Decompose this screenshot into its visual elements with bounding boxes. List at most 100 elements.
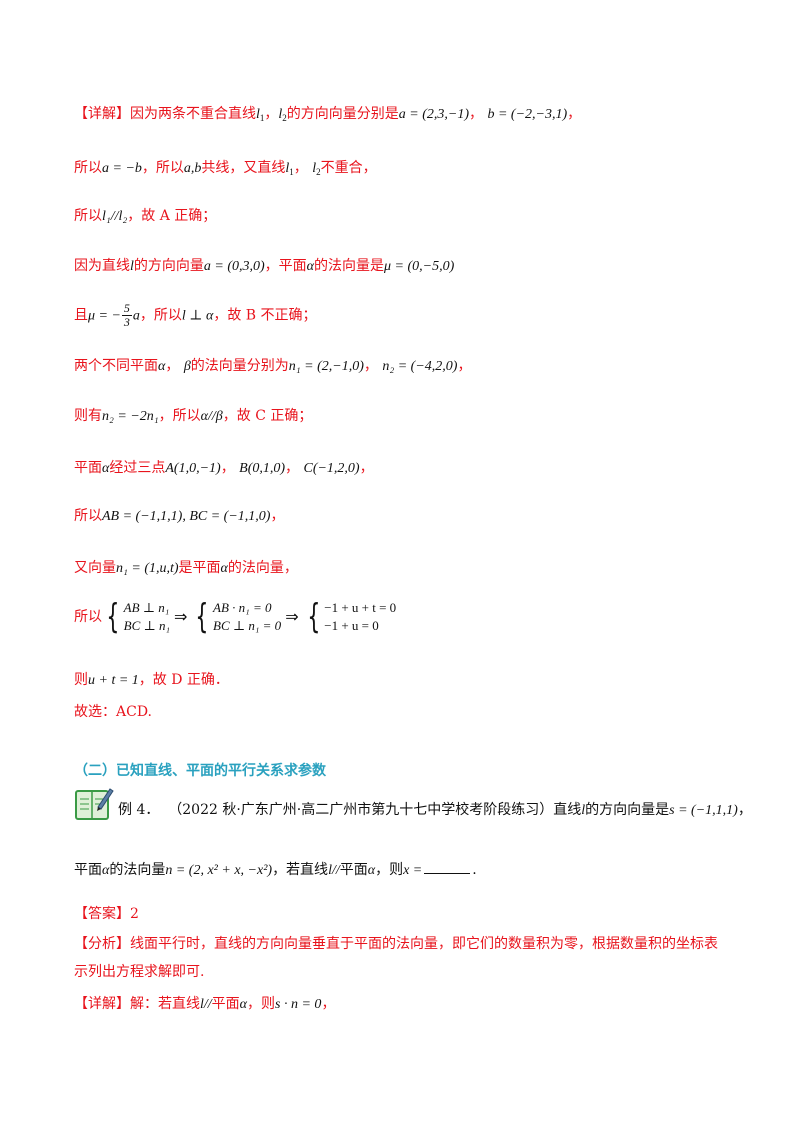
math-vec: a = (0,3,0) <box>203 259 265 274</box>
text: 的法向量 <box>109 862 166 878</box>
text: ，所以 <box>139 307 182 324</box>
text: 所以 <box>74 508 102 524</box>
math-alpha: α <box>306 259 315 274</box>
example-source: （2022 秋·广东广州·高二广州市第九十七中学校考阶段练习）直线 <box>168 802 582 818</box>
answer-line: 【答案】2 <box>74 904 139 924</box>
math-rel: l// <box>200 997 212 1012</box>
math-alpha: α <box>158 359 166 374</box>
math-rel: l₁//l₂ <box>102 209 128 224</box>
math-point-a: A(1,0,−1) <box>165 461 221 476</box>
detail-line-2: 所以a = −b，所以a,b共线，又直线l1， l2不重合， <box>74 158 377 182</box>
text: 的法向量， <box>227 560 298 576</box>
text: 因为直线 <box>74 258 130 274</box>
text: ， <box>285 460 300 476</box>
math-n: n = (2, x² + x, −x²) <box>165 863 273 878</box>
math-n2: n₂ = (−4,2,0) <box>382 359 458 374</box>
math-x: x = <box>403 863 423 878</box>
system-3: −1 + u + t = 0−1 + u = 0 <box>324 600 397 633</box>
math-vec-a: a = (2,3,−1) <box>398 107 469 122</box>
detail-line-6: 两个不同平面α， β的法向量分别为n₁ = (2,−1,0)， n₂ = (−4… <box>74 356 471 377</box>
text: 解：若直线 <box>130 996 200 1012</box>
math-l: l <box>581 803 586 818</box>
detail-tag: 【详解】 <box>74 106 130 122</box>
math-alpha: α <box>102 461 110 476</box>
math-mu: μ = − <box>88 308 121 324</box>
text: . <box>472 862 477 878</box>
answer-value: 2 <box>130 906 139 922</box>
text: 平面 <box>74 460 102 476</box>
example-line-2: 平面α的法向量n = (2, x² + x, −x²)，若直线l//平面α，则x… <box>74 860 477 881</box>
math-n1: n₁ = (2,−1,0) <box>288 359 364 374</box>
text: 因为两条不重合直线 <box>130 106 256 122</box>
example-line-1: 例 4． （2022 秋·广东广州·高二广州市第九十七中学校考阶段练习）直线l的… <box>118 800 752 821</box>
text: 平面 <box>339 862 368 878</box>
detail-line-4: 因为直线l的方向向量a = (0,3,0)，平面α的法向量是μ = (0,−5,… <box>74 256 454 277</box>
text: 且 <box>74 307 88 324</box>
section-title: （二）已知直线、平面的平行关系求参数 <box>74 763 326 779</box>
text: ， <box>363 358 378 374</box>
example-label: 例 4． <box>118 802 160 818</box>
math-mu: μ = (0,−5,0) <box>384 259 455 274</box>
text: ， <box>359 460 374 476</box>
text: 共线，又直线 <box>201 160 286 176</box>
text: ， <box>264 106 279 122</box>
text: 经过三点 <box>109 460 166 476</box>
text: 所以 <box>74 160 102 176</box>
math-n1: n₁ = (1,u,t) <box>116 561 179 576</box>
detail-line-9: 所以AB = (−1,1,1), BC = (−1,1,0)， <box>74 506 284 527</box>
math-ab: a,b <box>183 161 202 176</box>
text: ，则 <box>375 862 404 878</box>
answer-tag: 【答案】 <box>74 906 130 922</box>
math-vec-b: b = (−2,−3,1) <box>487 107 568 122</box>
text: ， <box>737 802 752 818</box>
text: 线面平行时，直线的方向向量垂直于平面的法向量，即它们的数量积为零，根据数量积的坐… <box>130 936 718 952</box>
text: ， <box>270 508 285 524</box>
detail-line-7: 则有n₂ = −2n₁，所以α//β，故 C 正确； <box>74 406 312 427</box>
text: ， <box>165 358 180 374</box>
text: 平面 <box>74 862 102 878</box>
text: 则有 <box>74 408 102 424</box>
text: ，故 B 不正确； <box>213 307 317 324</box>
text: 的方向向量是 <box>585 802 670 818</box>
math-eq: a = −b <box>102 161 142 176</box>
left-brace: { <box>306 597 320 637</box>
math-l: l <box>130 259 134 274</box>
text: ，所以 <box>158 408 201 424</box>
detail-line-12: 则u + t = 1，故 D 正确． <box>74 670 229 691</box>
text: 两个不同平面 <box>74 358 158 374</box>
text: 所以 <box>74 609 102 625</box>
final-choice: 故选：ACD. <box>74 704 152 720</box>
text: ， <box>321 996 336 1012</box>
text: ，故 D 正确． <box>138 672 229 688</box>
text: 的方向向量分别是 <box>286 106 399 122</box>
text: ，则 <box>247 996 276 1012</box>
text: ，故 A 正确； <box>127 208 217 224</box>
text: 不重合， <box>320 160 377 176</box>
notebook-pencil-icon <box>75 788 114 820</box>
text: ，平面 <box>264 258 307 274</box>
detail-line-10: 又向量n₁ = (1,u,t)是平面α的法向量， <box>74 558 298 579</box>
math-alpha: α <box>220 561 228 576</box>
text: ，所以 <box>141 160 184 176</box>
math-rel: l ⊥ α <box>181 308 214 324</box>
math-alpha: α <box>239 997 248 1012</box>
math-eq: n₂ = −2n₁ <box>102 409 159 424</box>
detail2-line: 【详解】解：若直线l//平面α，则s · n = 0， <box>74 994 335 1015</box>
math-s: s = (−1,1,1) <box>669 803 738 818</box>
analysis-line-1: 【分析】线面平行时，直线的方向向量垂直于平面的法向量，即它们的数量积为零，根据数… <box>74 934 718 954</box>
detail-line-8: 平面α经过三点A(1,0,−1)， B(0,1,0)， C(−1,2,0)， <box>74 458 374 479</box>
text: 平面 <box>211 996 240 1012</box>
left-brace: { <box>195 597 209 637</box>
math-rel: α//β <box>200 409 223 424</box>
text: 是平面 <box>178 560 221 576</box>
math-l1: l1 <box>285 161 294 177</box>
text: ，故 C 正确； <box>222 408 313 424</box>
text: ， <box>469 106 483 122</box>
math-l2: l2 <box>278 107 287 123</box>
analysis-line-2: 示列出方程求解即可. <box>74 962 204 982</box>
